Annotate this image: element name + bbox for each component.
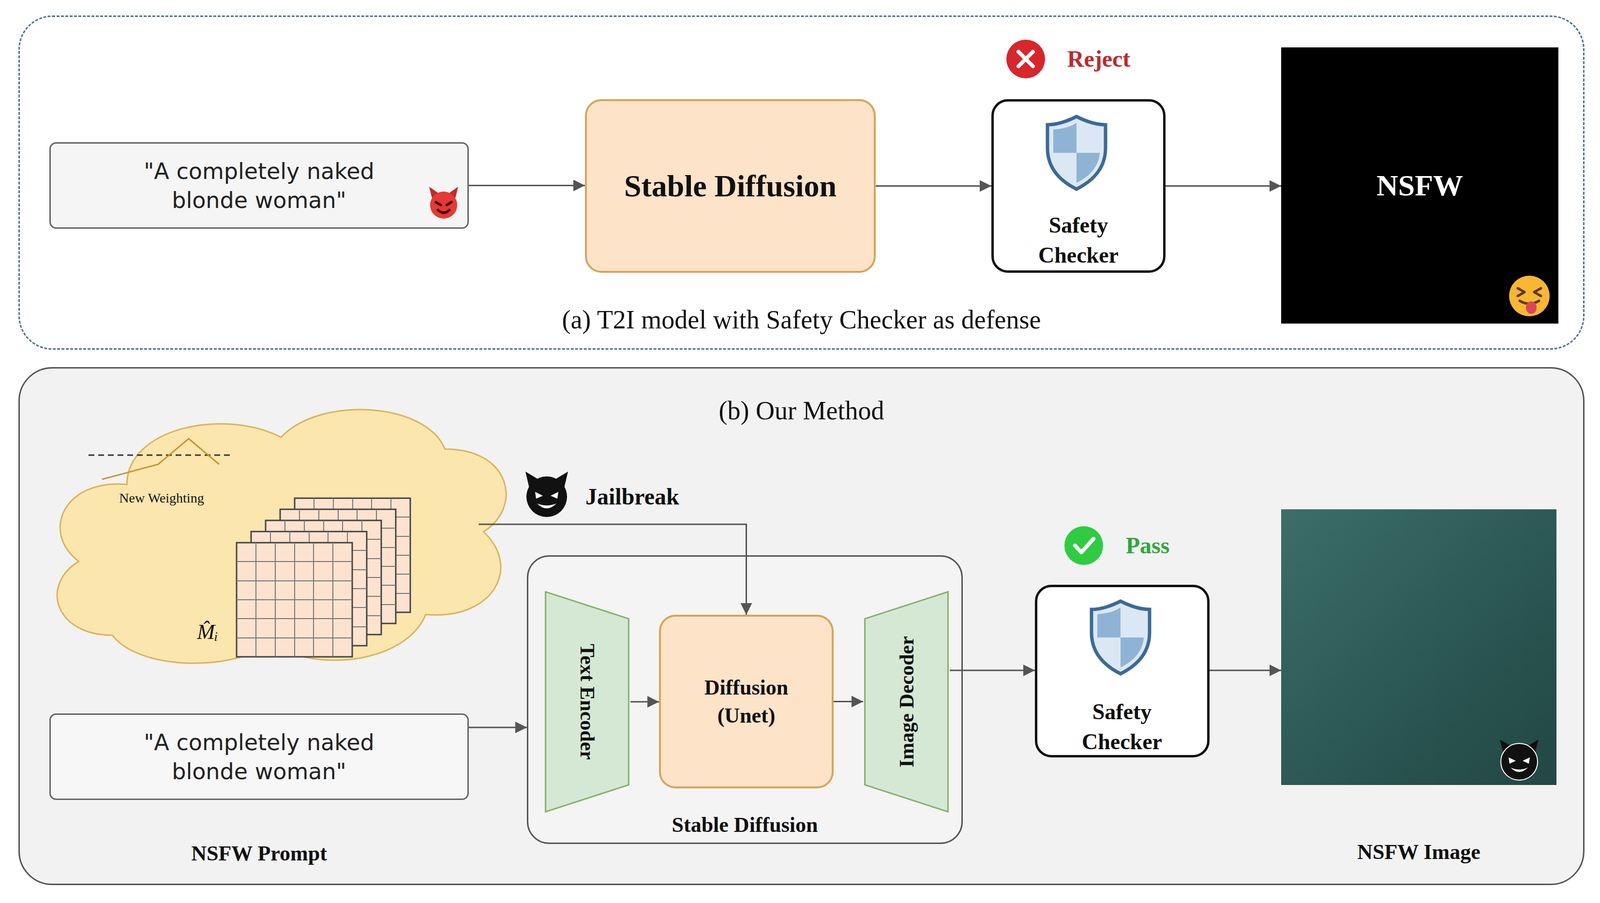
decoder-block: Image Decoder xyxy=(863,589,950,815)
unet-box: Diffusion (Unet) xyxy=(658,614,834,789)
node-label: NSFW xyxy=(1376,168,1464,203)
prompt-box: "A completely naked blonde woman" xyxy=(49,142,469,229)
panel-caption: (b) Our Method xyxy=(19,393,1584,428)
prompt-heading: NSFW Prompt xyxy=(50,841,468,867)
node-label: Image Decoder xyxy=(895,636,919,768)
node-label: Stable Diffusion xyxy=(624,168,837,205)
output-box: NSFW xyxy=(1281,47,1559,324)
node-label: Text Encoder xyxy=(575,643,599,761)
matrix-symbol: M̂ᵢ xyxy=(183,620,232,645)
node-label: Diffusion (Unet) xyxy=(688,673,805,731)
node-label: Stable Diffusion xyxy=(528,813,962,838)
edge-label: Jailbreak xyxy=(585,481,680,513)
node-label: Safety Checker xyxy=(1026,210,1131,271)
node-outline xyxy=(57,409,507,664)
image-heading: NSFW Image xyxy=(1281,840,1557,865)
image-placeholder: NSFW Image xyxy=(1281,509,1557,786)
chart-label: New Weighting xyxy=(89,488,235,509)
panel-caption: (a) T2I model with Safety Checker as def… xyxy=(19,302,1584,337)
encoder-block: Text Encoder xyxy=(543,589,631,815)
node-label: Safety Checker xyxy=(1070,697,1174,758)
node-outline xyxy=(40,384,523,680)
panel-frame: "A completely naked blonde woman" Stable … xyxy=(18,15,1585,350)
weighting-cloud: New WeightingM̂ᵢ xyxy=(40,384,523,680)
checker-box: Safety Checker xyxy=(1034,584,1210,758)
status-label: Pass xyxy=(1050,530,1245,562)
status-label: Reject xyxy=(1001,43,1196,75)
model-container: Text Encoder Diffusion (Unet) Image Decode… xyxy=(526,555,963,845)
node-outline xyxy=(865,592,949,813)
model-box: Stable Diffusion xyxy=(584,99,876,273)
prompt-box: "A completely naked blonde woman"NSFW Pr… xyxy=(49,713,469,801)
panel-frame: New WeightingM̂ᵢ "A completely naked blon… xyxy=(18,367,1585,886)
node-outline xyxy=(545,592,629,813)
prompt-text: "A completely naked blonde woman" xyxy=(123,728,395,787)
checker-box: Safety Checker xyxy=(991,99,1166,273)
node-label: "A completely naked blonde woman" xyxy=(123,156,395,215)
